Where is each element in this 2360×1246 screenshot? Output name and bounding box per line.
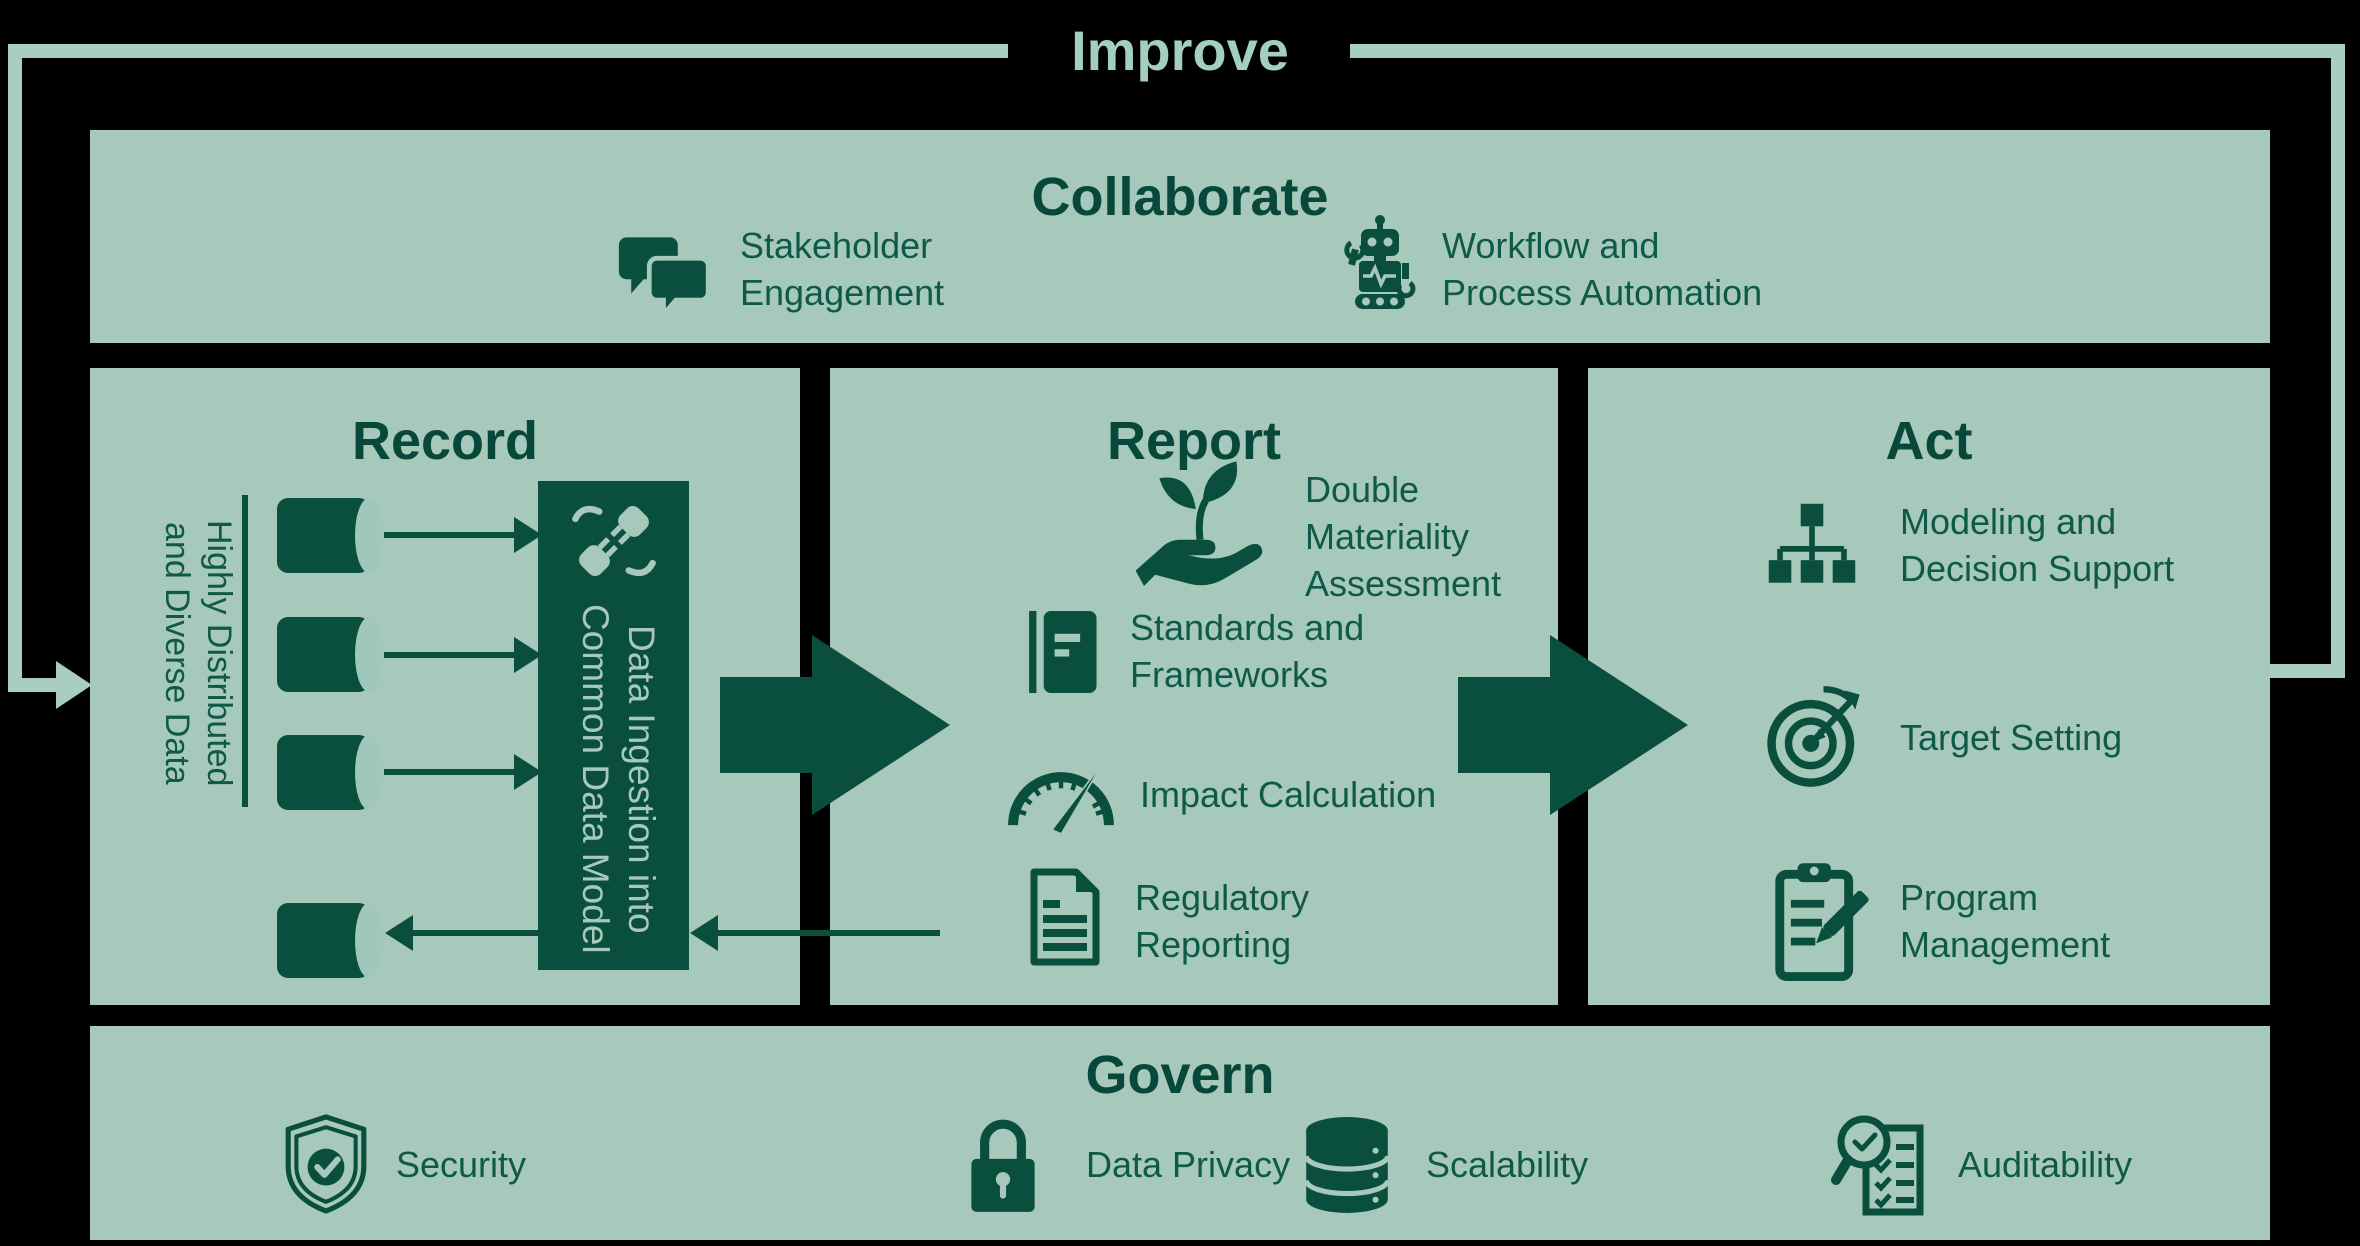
plant-in-hand-icon <box>1130 453 1270 593</box>
database-stack-icon <box>1298 1114 1396 1216</box>
org-chart-icon <box>1760 500 1864 594</box>
act-item-label: Target Setting <box>1900 717 2123 758</box>
ingestion-arrow-line <box>384 532 514 538</box>
return-arrow-line <box>412 930 538 936</box>
panel-report: Report Double Materiality Assessment Sta… <box>830 368 1558 1005</box>
target-icon <box>1762 684 1868 790</box>
improve-loop-arrowhead-icon <box>56 661 92 709</box>
improve-loop-right-connector <box>2270 664 2345 678</box>
govern-item-label: Scalability <box>1426 1144 1589 1185</box>
improve-loop-left-bottom-line <box>8 678 58 692</box>
improve-label: Improve <box>1071 19 1289 82</box>
panel-collaborate: Collaborate Stakeholder Engagement Workf… <box>90 130 2270 343</box>
ingestion-arrowhead-icon <box>514 517 542 553</box>
book-icon <box>1020 598 1102 706</box>
database-cylinder-icon <box>277 903 384 978</box>
ingestion-arrowhead-icon <box>514 754 542 790</box>
gauge-icon <box>1002 756 1120 834</box>
act-item-label: Modeling and Decision Support <box>1900 501 2175 589</box>
plug-connection-icon <box>568 495 660 587</box>
report-item-label: Double Materiality Assessment <box>1305 469 1502 604</box>
ingestion-arrow-line <box>384 769 514 775</box>
act-item-label: Program Management <box>1900 877 2111 965</box>
govern-item-label: Data Privacy <box>1086 1144 1291 1185</box>
database-cylinder-icon <box>277 498 384 573</box>
collaborate-title: Collaborate <box>1031 167 1329 227</box>
record-title: Record <box>351 411 539 471</box>
report-item-label: Impact Calculation <box>1140 774 1437 815</box>
data-ingestion-box: Data Ingestion into Common Data Model <box>538 481 689 970</box>
return-arrowhead-icon <box>385 915 413 951</box>
record-separator-line <box>242 495 248 807</box>
return-arrowhead-icon <box>690 915 718 951</box>
govern-item-label: Auditability <box>1958 1144 2133 1185</box>
collaborate-item-label: Stakeholder Engagement <box>740 225 945 313</box>
chat-bubbles-icon <box>617 226 712 321</box>
act-title: Act <box>1885 411 1973 471</box>
improve-loop-right-line <box>2331 44 2345 678</box>
ingestion-arrow-line <box>384 652 514 658</box>
improve-loop-top-left-line <box>8 44 1008 58</box>
report-title: Report <box>1107 411 1281 471</box>
govern-item-label: Security <box>396 1144 527 1185</box>
govern-title: Govern <box>1085 1045 1275 1105</box>
magnifier-checklist-icon <box>1828 1108 1932 1218</box>
document-icon <box>1025 866 1105 968</box>
robot-icon <box>1330 210 1430 316</box>
improve-loop-left-line <box>8 44 22 692</box>
report-to-act-arrow-icon <box>1458 635 1688 815</box>
padlock-icon <box>962 1114 1044 1216</box>
collaborate-item-label: Workflow and Process Automation <box>1442 225 1763 313</box>
database-cylinder-icon <box>277 617 384 692</box>
report-item-label: Regulatory Reporting <box>1135 877 1310 965</box>
record-source-label: Highly Distributed and Diverse Data <box>158 519 238 787</box>
return-arrow-line <box>717 930 940 936</box>
shield-check-icon <box>280 1112 372 1216</box>
panel-govern: Govern Security Data Privacy Scalability… <box>90 1026 2270 1240</box>
ingestion-arrowhead-icon <box>514 637 542 673</box>
panel-record: Record Highly Distributed and Diverse Da… <box>90 368 800 1005</box>
record-to-report-arrow-icon <box>720 635 950 815</box>
report-item-label: Standards and Frameworks <box>1130 607 1365 695</box>
clipboard-pencil-icon <box>1772 858 1872 984</box>
panel-act: Act Modeling and Decision Support Target… <box>1588 368 2270 1005</box>
database-cylinder-icon <box>277 735 384 810</box>
improve-loop-top-right-line <box>1350 44 2345 58</box>
data-ingestion-label: Data Ingestion into Common Data Model <box>575 604 662 954</box>
